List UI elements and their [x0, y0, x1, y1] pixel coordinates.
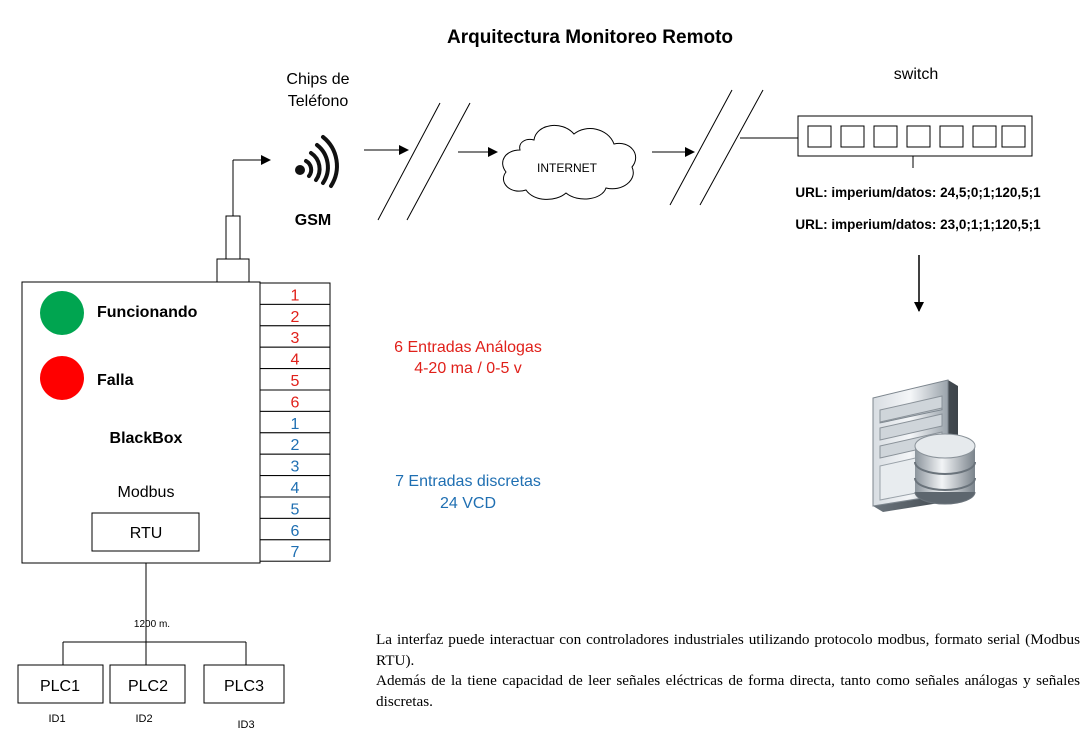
analog-inputs-title: 6 Entradas Análogas: [394, 339, 542, 356]
analog-input-number: 4: [291, 352, 300, 369]
discrete-input-number: 7: [291, 544, 300, 561]
blackbox-name: BlackBox: [110, 430, 183, 447]
modbus-label: Modbus: [118, 484, 175, 501]
url-line-2: URL: imperium/datos: 23,0;1;1;120,5;1: [795, 217, 1041, 232]
plc-1-id: ID1: [48, 713, 65, 725]
internet-cloud: [502, 125, 637, 200]
status-fail-label: Falla: [97, 372, 134, 389]
switch-port: [1001, 125, 1026, 148]
plc-2-id: ID2: [135, 713, 152, 725]
plc-2: PLC2: [109, 664, 186, 704]
plc-1: PLC1: [17, 664, 104, 704]
switch-label: switch: [894, 66, 938, 83]
discrete-inputs-voltage: 24 VCD: [440, 495, 496, 512]
network-break-lines-2: [669, 89, 764, 206]
bus-distance-label: 1200 m.: [134, 619, 170, 630]
internet-label: INTERNET: [537, 161, 598, 175]
status-ok-led: [40, 291, 84, 335]
switch-port: [873, 125, 898, 148]
network-break-lines-1: [377, 102, 471, 221]
analog-input-number: 6: [291, 394, 300, 411]
analog-inputs-range: 4-20 ma / 0-5 v: [414, 360, 522, 377]
analog-input-number: 5: [291, 373, 300, 390]
rtu-label: RTU: [130, 525, 163, 542]
discrete-inputs-title: 7 Entradas discretas: [395, 473, 541, 490]
analog-input-number: 1: [291, 287, 300, 304]
status-fail-led: [40, 356, 84, 400]
description-text: La interfaz puede interactuar con contro…: [376, 630, 1080, 712]
switch-port: [939, 125, 964, 148]
modbus-bus-lines: [62, 563, 247, 665]
plc-3-label: PLC3: [224, 678, 264, 695]
chips-label-line1: Chips de: [286, 71, 349, 88]
discrete-input-number: 2: [291, 437, 300, 454]
wireless-signal-icon: [295, 135, 339, 188]
analog-input-number: 2: [291, 309, 300, 326]
discrete-input-number: 6: [291, 523, 300, 540]
switch-port: [906, 125, 931, 148]
description-paragraph-1: La interfaz puede interactuar con contro…: [376, 631, 1080, 669]
gsm-label: GSM: [295, 212, 331, 229]
discrete-input-number: 5: [291, 501, 300, 518]
switch-port: [840, 125, 865, 148]
discrete-input-terminal: [259, 539, 331, 562]
discrete-input-number: 4: [291, 480, 300, 497]
chips-label-line2: Teléfono: [288, 93, 349, 110]
plc-2-label: PLC2: [128, 678, 168, 695]
input-terminal-block: 1 2 3 4 5 6 1 2 3 4 5 6 7: [259, 282, 331, 562]
switch-port: [807, 125, 832, 148]
status-ok-label: Funcionando: [97, 304, 198, 321]
plc-3-id: ID3: [237, 719, 254, 731]
network-switch: [797, 115, 1033, 168]
antenna-connector: [216, 155, 271, 283]
plc-1-label: PLC1: [40, 678, 80, 695]
description-paragraph-2: Además de la tiene capacidad de leer señ…: [376, 672, 1080, 710]
discrete-input-number: 3: [291, 459, 300, 476]
database-server-icon: [872, 379, 976, 512]
discrete-input-number: 1: [291, 416, 300, 433]
url-line-1: URL: imperium/datos: 24,5;0;1;120,5;1: [795, 185, 1041, 200]
plc-3: PLC3: [203, 664, 285, 704]
diagram-title: Arquitectura Monitoreo Remoto: [447, 27, 733, 48]
switch-port: [972, 125, 997, 148]
rtu-box: [91, 512, 200, 552]
analog-input-number: 3: [291, 330, 300, 347]
